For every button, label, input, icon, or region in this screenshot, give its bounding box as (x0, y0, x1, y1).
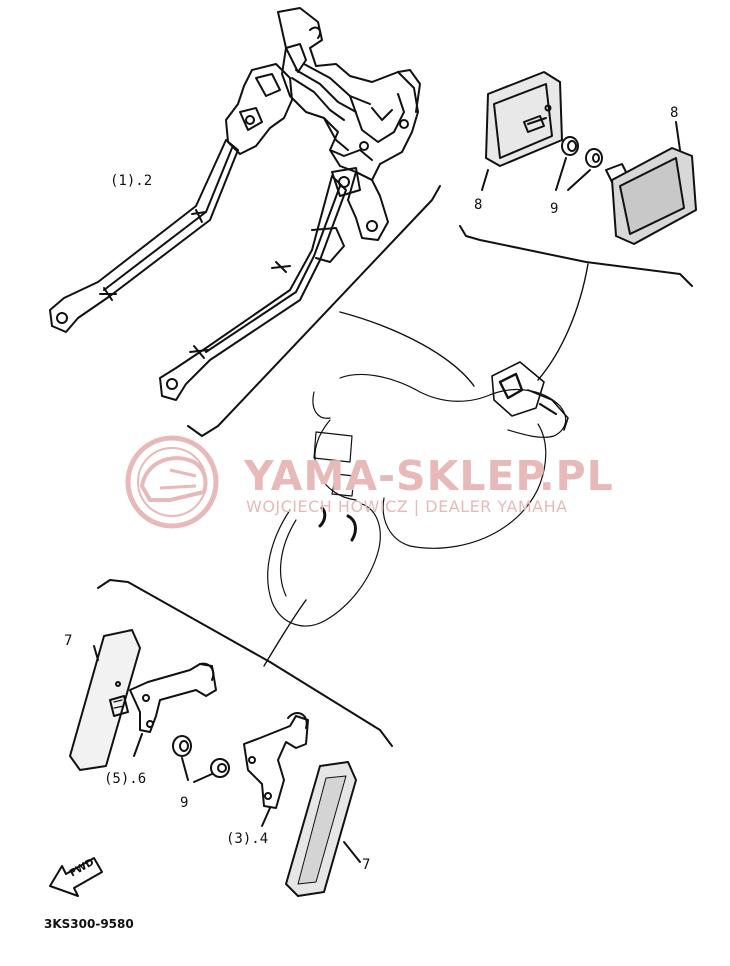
pointer-curve-bottom (263, 599, 307, 667)
long-stay-part-2 (49, 139, 239, 333)
label-part-7-right: 7 (362, 857, 371, 873)
label-part-8-back: 8 (474, 197, 483, 213)
label-part-3-4: (3).4 (226, 831, 269, 847)
bottom-parts (69, 629, 361, 897)
label-part-7-left: 7 (64, 633, 73, 649)
bottom-group-bracket (97, 579, 393, 747)
pointer-curve-reflector (537, 263, 589, 381)
stay-group-bracket (187, 185, 441, 437)
label-part-5-6: (5).6 (104, 771, 147, 787)
diagram-code: 3KS300-9580 (44, 917, 134, 931)
motorcycle-outline (267, 361, 569, 627)
forward-arrow-icon (49, 857, 103, 897)
label-part-1-2: (1).2 (110, 173, 153, 189)
reflector-group-top (459, 71, 697, 287)
watermark-brand: YAMA-SKLEP.PL (244, 452, 614, 500)
watermark-subtitle: WOJCIECH HOWICZ | DEALER YAMAHA (246, 497, 568, 516)
label-part-8-front: 8 (670, 105, 679, 121)
upper-stay-assembly (225, 7, 421, 241)
pointer-curve-stays (339, 311, 475, 387)
label-part-9-top: 9 (550, 201, 559, 217)
label-part-9-bottom: 9 (180, 795, 189, 811)
long-stay-part-2b (159, 175, 347, 401)
yamaha-helmet-logo-icon (125, 435, 219, 529)
